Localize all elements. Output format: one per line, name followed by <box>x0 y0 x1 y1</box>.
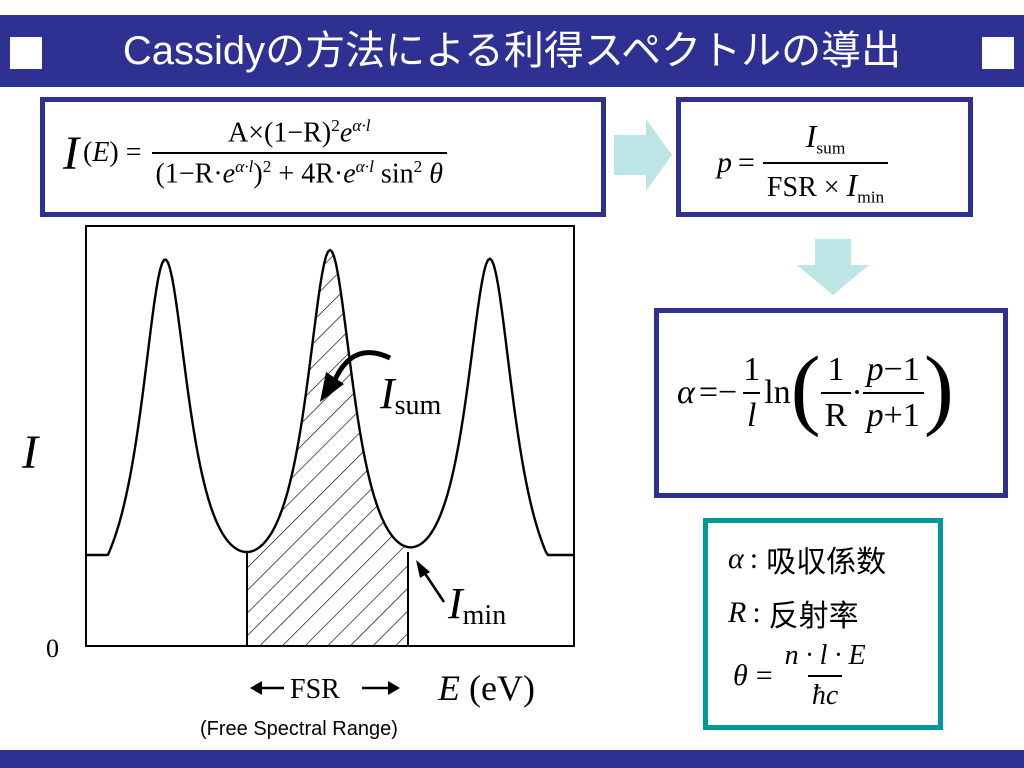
alpha-formula: α =− 1 l ln ( 1 R · p−1 p+1 ) <box>677 339 954 438</box>
isum-label: Isum <box>379 369 442 421</box>
r-description: 反射率 <box>768 600 859 633</box>
fsr-left-arrowhead-icon <box>250 681 262 695</box>
alpha-symbol: α <box>728 542 744 575</box>
isum-arrowhead-icon <box>320 372 344 402</box>
x-axis-label: E (eV) <box>437 668 535 708</box>
isum-callout-line <box>331 350 392 384</box>
y-axis-label: I <box>21 426 40 479</box>
theta-formula: θ = n · l · E ħc <box>733 640 866 711</box>
y-zero-label: 0 <box>46 634 59 663</box>
intensity-plot: I 0 Isum Imin FSR E (eV) <box>21 225 575 708</box>
free-spectral-range-note: (Free Spectral Range) <box>200 718 398 740</box>
legend-r: R : 反射率 <box>728 591 859 635</box>
right-square-icon <box>982 37 1014 69</box>
slide-title: Cassidyの方法による利得スペクトルの導出 <box>122 29 902 73</box>
alpha-description: 吸収係数 <box>766 546 887 579</box>
imin-callout-line <box>422 571 446 603</box>
p-formula: p = Isum FSR × Imin <box>717 118 889 207</box>
intensity-formula-box: I (E) = A×(1−R)2eα·l (1−R·eα·l)2 + 4R·eα… <box>40 97 606 217</box>
intensity-formula: I (E) = A×(1−R)2eα·l (1−R·eα·l)2 + 4R·eα… <box>63 116 448 191</box>
left-square-icon <box>10 37 42 69</box>
p-formula-box: p = Isum FSR × Imin <box>676 97 973 217</box>
imin-arrowhead-icon <box>416 560 430 578</box>
isum-hatched-area <box>247 250 408 646</box>
r-symbol: R <box>728 596 747 629</box>
bottom-bar <box>0 750 1024 768</box>
imin-label: Imin <box>447 579 506 631</box>
alpha-formula-box: α =− 1 l ln ( 1 R · p−1 p+1 ) <box>654 308 1008 498</box>
legend-box <box>703 518 943 730</box>
right-arrow-icon <box>614 119 672 191</box>
title-bar: Cassidyの方法による利得スペクトルの導出 <box>0 15 1024 87</box>
intensity-curve <box>86 248 574 557</box>
legend-alpha: α : 吸収係数 <box>728 537 886 581</box>
fsr-label: FSR <box>290 674 340 705</box>
fsr-right-arrowhead-icon <box>388 681 400 695</box>
down-arrow-icon <box>797 239 869 295</box>
